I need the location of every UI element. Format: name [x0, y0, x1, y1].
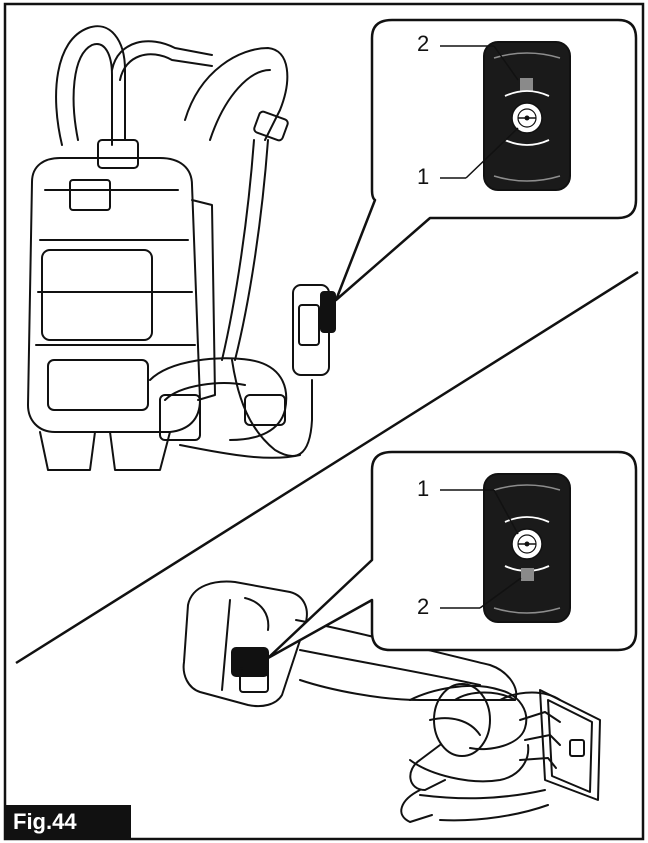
- top-callout-number-lower: 1: [417, 164, 430, 189]
- bottom-callout-number-lower: 2: [417, 594, 430, 619]
- bottom-indicator-lamp: [521, 568, 534, 581]
- backpack-battery: [27, 25, 336, 471]
- top-indicator-lamp: [520, 78, 533, 91]
- top-callout-number-upper: 2: [417, 31, 430, 56]
- bottom-callout-box: [266, 450, 638, 660]
- figure-frame: [3, 2, 645, 841]
- bottom-callout-number-upper: 1: [417, 476, 430, 501]
- figure-label: Fig.44: [5, 805, 131, 839]
- top-callout-box: [334, 18, 638, 302]
- tool-with-battery: [182, 580, 601, 823]
- divider-line: [15, 270, 639, 665]
